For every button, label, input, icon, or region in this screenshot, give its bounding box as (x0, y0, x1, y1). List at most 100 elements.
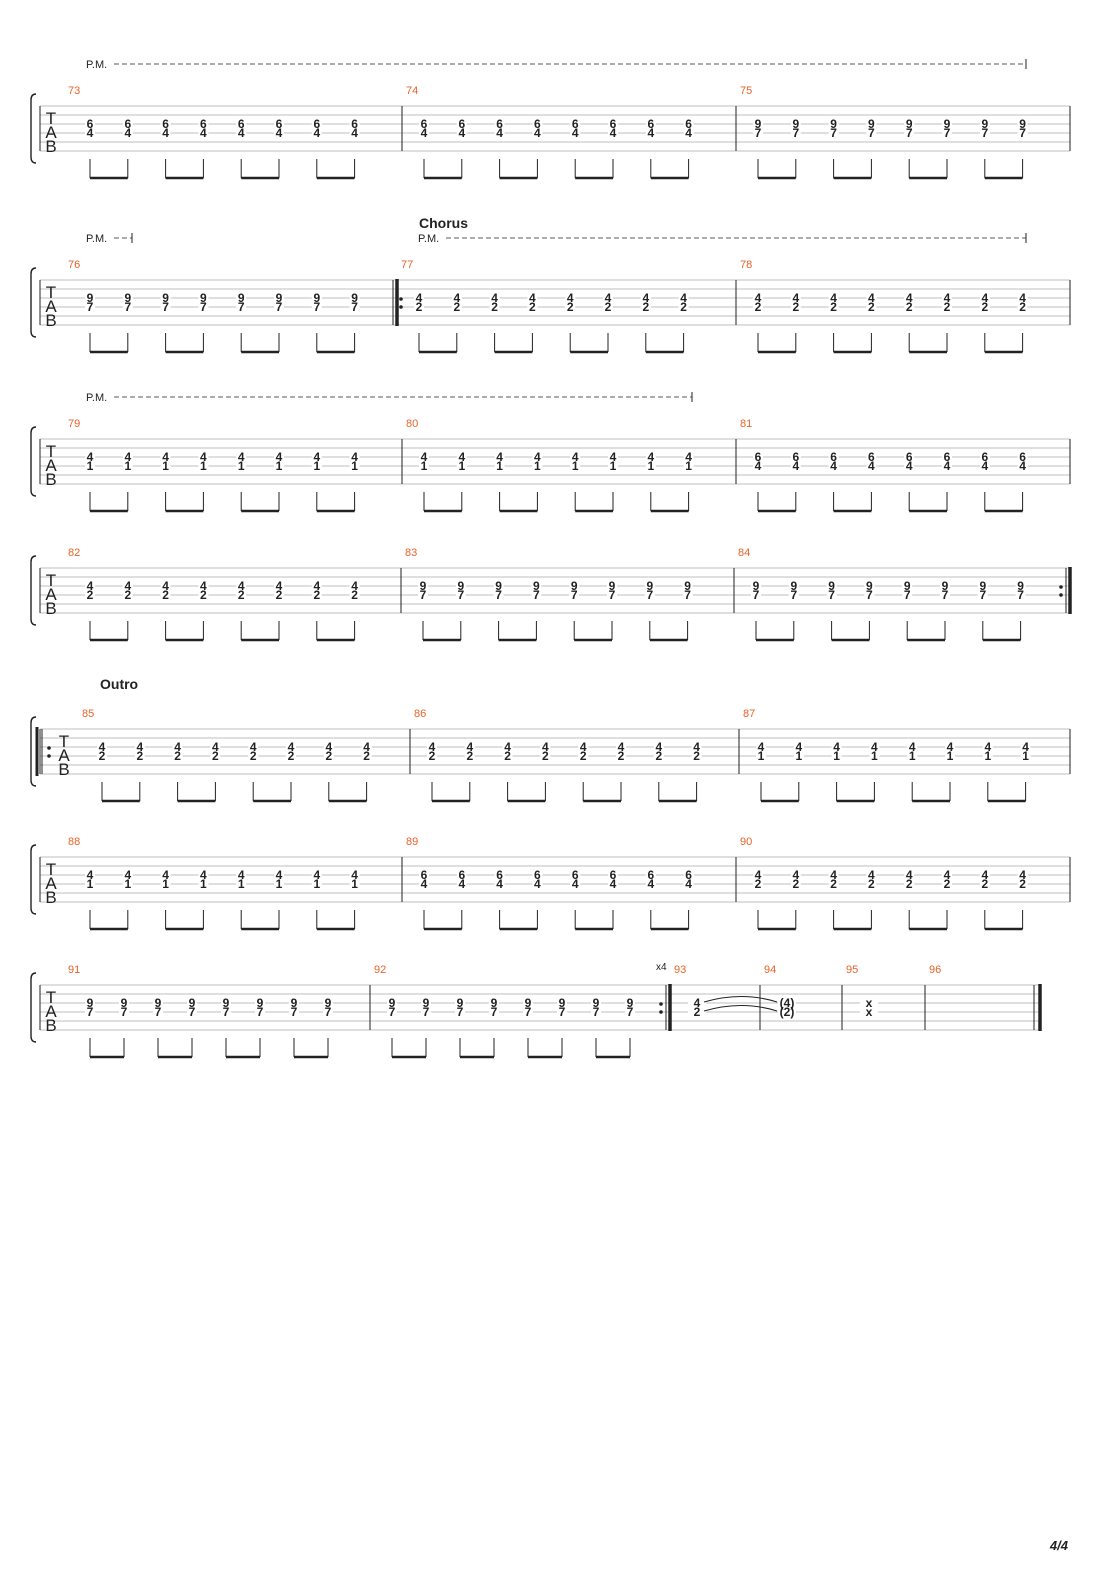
fret-number: (2) (780, 1005, 795, 1019)
fret-number: 4 (944, 291, 951, 305)
fret-number: 7 (627, 1005, 634, 1019)
fret-number: 7 (593, 1005, 600, 1019)
fret-number: 1 (833, 749, 840, 763)
tab-clef-letter: T (46, 442, 56, 461)
note-bg (286, 741, 296, 763)
fret-number: 2 (491, 300, 498, 314)
tab-system: TAB8242424242424242428397979797979797978… (30, 547, 1072, 642)
fret-number: 4 (162, 868, 169, 882)
fret-number: 6 (124, 117, 131, 131)
fret-number: 9 (276, 291, 283, 305)
note-bg (904, 869, 915, 891)
fret-number: 4 (453, 291, 460, 305)
note-bg (540, 741, 551, 763)
fret-number: 9 (423, 996, 430, 1010)
fret-number: 6 (534, 117, 541, 131)
note-bg (678, 292, 689, 314)
tab-clef-letter: T (46, 283, 56, 302)
fret-number: 4 (238, 579, 245, 593)
fret-number: 1 (909, 749, 916, 763)
fret-number: 1 (984, 749, 991, 763)
fret-number: 7 (457, 1005, 464, 1019)
fret-number: 9 (389, 996, 396, 1010)
fret-number: 7 (944, 126, 951, 140)
fret-number: 9 (906, 117, 913, 131)
fret-number: 2 (87, 588, 94, 602)
fret-number: 4 (685, 126, 692, 140)
fret-number: 6 (685, 117, 692, 131)
fret-number: 4 (944, 868, 951, 882)
note-bg (236, 118, 247, 140)
fret-number: 9 (868, 117, 875, 131)
fret-number: 2 (276, 588, 283, 602)
palm-mute-label: P.M. (86, 392, 107, 404)
note-bg (683, 869, 694, 891)
fret-number: 6 (944, 450, 951, 464)
measure-number: 92 (374, 964, 386, 976)
fret-number: 4 (458, 126, 465, 140)
note-bg (904, 118, 915, 140)
fret-number: 4 (200, 126, 207, 140)
note-bg (532, 869, 543, 891)
note-bg (122, 118, 133, 140)
fret-number: 2 (99, 749, 106, 763)
fret-number: 4 (162, 579, 169, 593)
fret-number: 7 (533, 588, 540, 602)
measure-number: 94 (764, 964, 776, 976)
fret-number: 4 (642, 291, 649, 305)
note-bg (1017, 292, 1028, 314)
fret-number: 4 (694, 996, 701, 1010)
fret-number: 4 (1019, 459, 1026, 473)
note-bg (311, 580, 322, 602)
fret-number: 6 (162, 117, 169, 131)
note-bg (122, 580, 133, 602)
tab-clef-letter: T (46, 571, 56, 590)
measure-number: 83 (405, 547, 417, 559)
fret-number: 6 (792, 450, 799, 464)
fret-number: 6 (351, 117, 358, 131)
note-bg (349, 292, 360, 314)
fret-number: 4 (868, 868, 875, 882)
fret-number: 1 (647, 459, 654, 473)
fret-number: 4 (87, 126, 94, 140)
fret-number: 1 (200, 459, 207, 473)
note-bg (979, 451, 990, 473)
note-bg (756, 741, 766, 763)
fret-number: 9 (866, 579, 873, 593)
note-bg (979, 118, 990, 140)
measure-number: 79 (68, 418, 80, 430)
fret-number: 4 (313, 126, 320, 140)
fret-number: 2 (693, 749, 700, 763)
note-bg (451, 292, 462, 314)
fret-number: 4 (871, 740, 878, 754)
note-bg (248, 741, 259, 763)
note-bg (1015, 580, 1026, 602)
measure-number: 74 (406, 85, 418, 97)
fret-number: 6 (981, 450, 988, 464)
fret-number: 4 (792, 868, 799, 882)
fret-number: 4 (647, 450, 654, 464)
fret-number: 1 (351, 459, 358, 473)
note-bg (361, 741, 372, 763)
fret-number: 4 (610, 877, 617, 891)
note-bg (85, 451, 95, 473)
note-bg (1017, 869, 1028, 891)
fret-number: 7 (313, 300, 320, 314)
note-bg (942, 292, 952, 314)
fret-number: 7 (87, 300, 94, 314)
note-bg (311, 292, 322, 314)
tab-system: TAB9197979797979797979297979797979797979… (30, 962, 1042, 1059)
fret-number: 4 (947, 740, 954, 754)
fret-number: 4 (580, 740, 587, 754)
note-bg (826, 580, 837, 602)
note-bg (494, 451, 505, 473)
note-bg (942, 451, 952, 473)
fret-number: 4 (830, 291, 837, 305)
measure-number: 95 (846, 964, 858, 976)
fret-number: 7 (906, 126, 913, 140)
tab-clef-letter: T (46, 988, 56, 1007)
